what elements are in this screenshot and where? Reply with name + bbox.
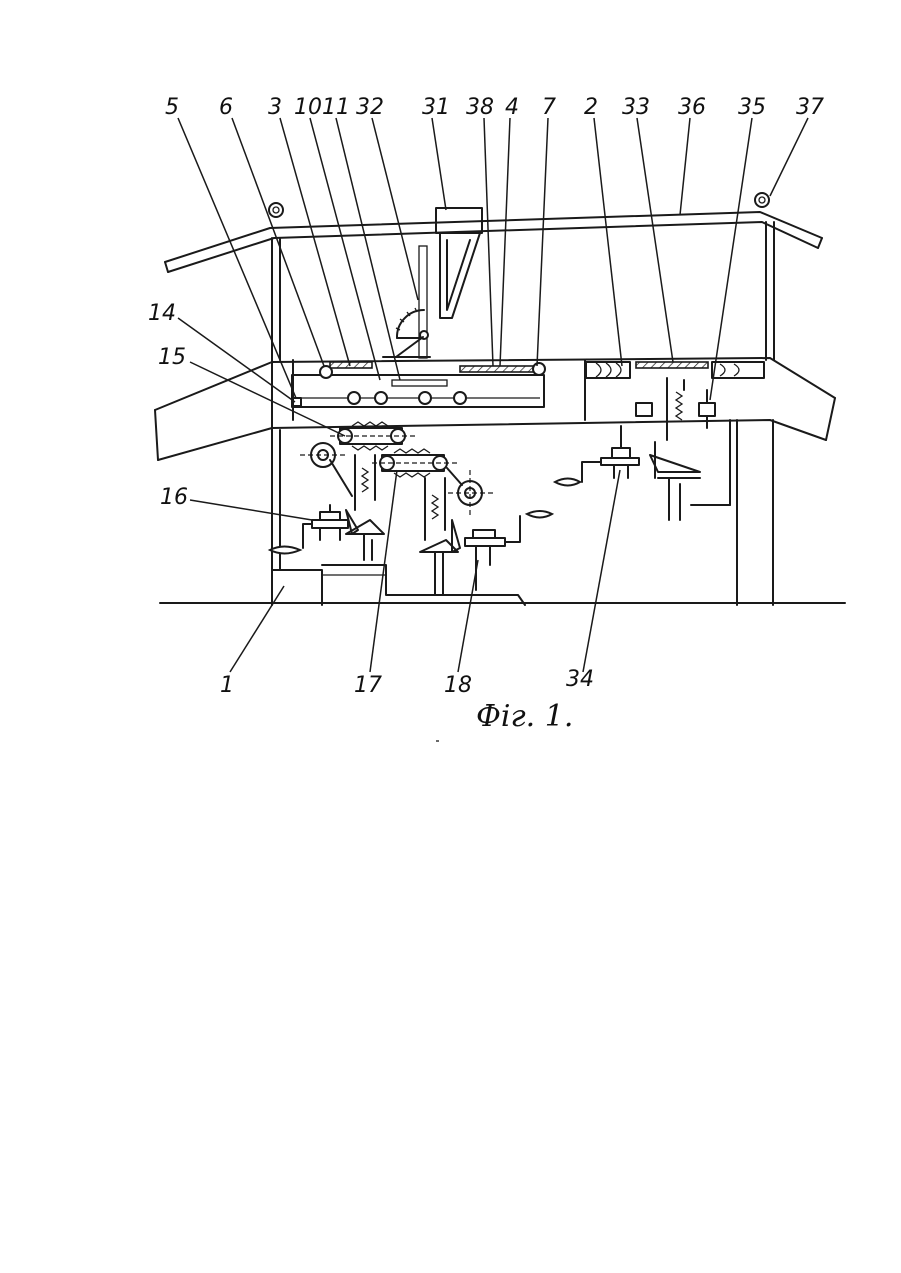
label-37: 37 [796,95,824,120]
roller-left [269,203,283,217]
label-15: 15 [158,345,186,370]
label-16: 16 [160,485,188,510]
label-3: 3 [268,95,282,120]
label-6: 6 [219,95,233,120]
roller-right [755,193,769,207]
label-35: 35 [738,95,766,120]
label-1: 1 [220,673,234,698]
label-2: 2 [584,95,598,120]
right-section [555,362,764,520]
label-7: 7 [542,95,556,120]
label-38: 38 [466,95,494,120]
label-32: 32 [356,95,384,120]
label-14: 14 [148,301,176,326]
label-10: 10 [294,95,322,120]
label-34: 34 [566,667,594,692]
label-11: 11 [322,95,350,120]
label-17: 17 [354,673,382,698]
label-33: 33 [622,95,650,120]
label-5: 5 [165,95,179,120]
saw-unit [383,208,482,358]
label-31: 31 [422,95,450,120]
label-18: 18 [444,673,472,698]
frame [160,222,845,605]
conveyor-body [155,358,835,460]
figure-caption: Фіг. 1. [476,699,573,734]
carriage [292,362,545,407]
label-36: 36 [678,95,706,120]
label-4: 4 [505,95,519,120]
